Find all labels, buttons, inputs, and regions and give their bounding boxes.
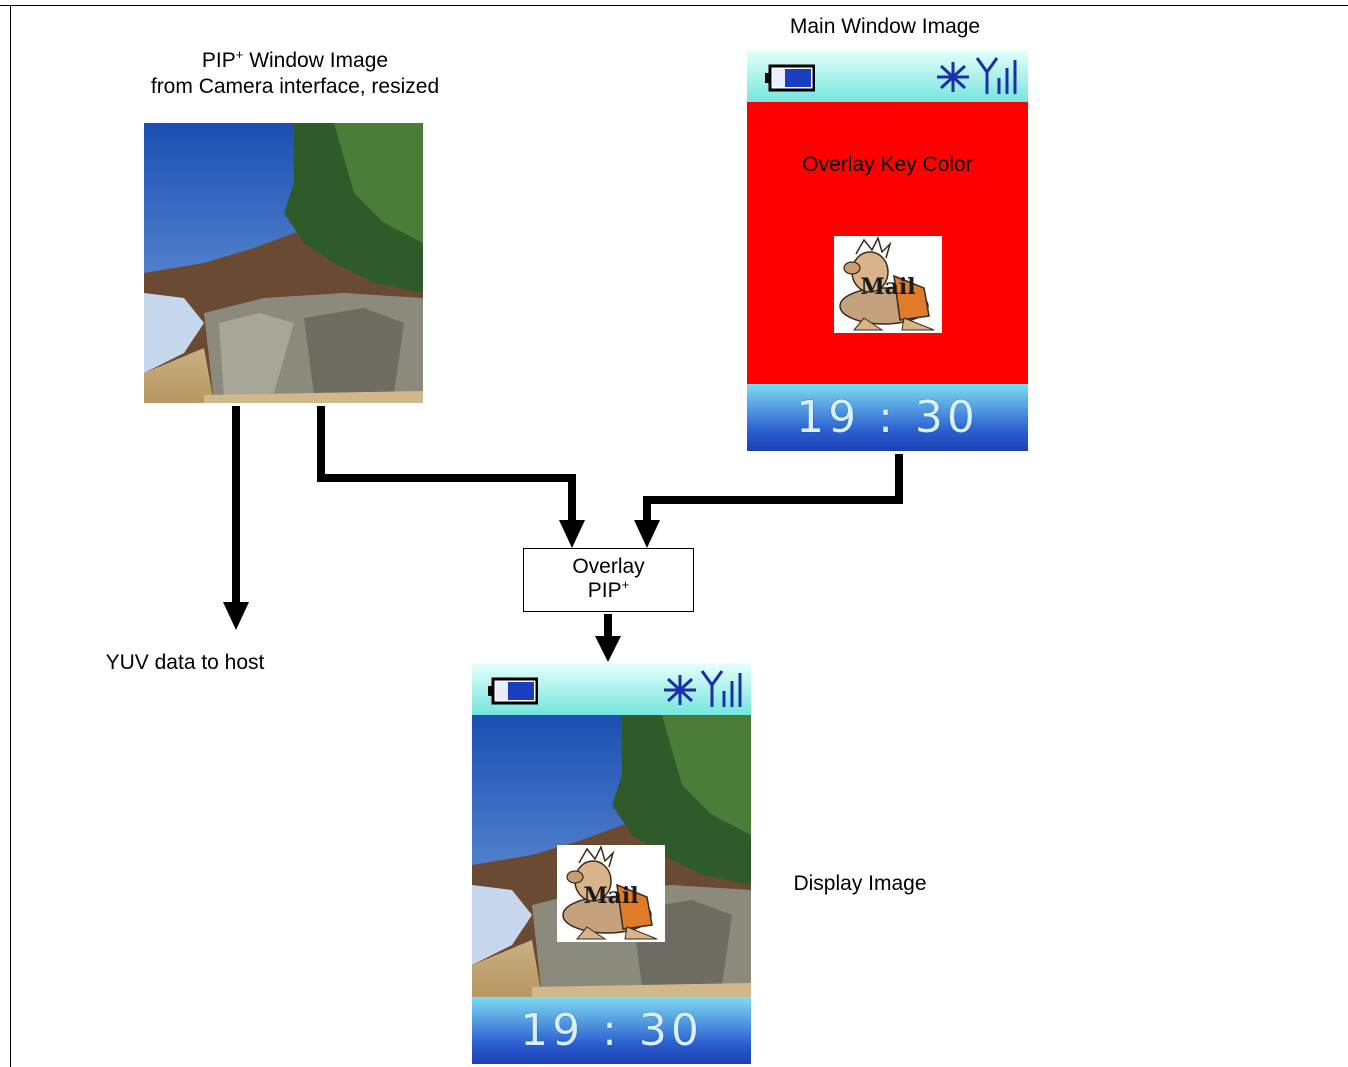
clock-display: 19 : 30 [796, 392, 979, 443]
caveman-mail-icon: Mail [834, 236, 942, 333]
signal-icon [975, 57, 1017, 94]
main-window-title: Main Window Image [789, 15, 981, 38]
bluetooth-icon [664, 675, 696, 705]
key-color-area: Overlay Key Color Mail [747, 102, 1028, 384]
arrow-pip-to-overlay [317, 406, 576, 526]
yuv-label: YUV data to host [105, 651, 265, 674]
overlay-key-color-label: Overlay Key Color [802, 153, 973, 176]
overlay-pip-box: Overlay PIP+ [523, 548, 694, 612]
overlay-line2: PIP+ [587, 577, 630, 602]
signal-icon [700, 670, 742, 707]
battery-icon [488, 677, 538, 705]
overlay-line1: Overlay [572, 555, 645, 578]
mail-text: Mail [860, 274, 915, 300]
clock-display: 19 : 30 [520, 1005, 703, 1056]
beach-photo [144, 123, 423, 403]
status-bar [747, 50, 1028, 102]
arrow-main-to-overlay [643, 454, 903, 526]
caveman-mail-icon: Mail [557, 845, 665, 942]
mail-text: Mail [583, 883, 638, 909]
bluetooth-icon [937, 62, 969, 92]
main-window-phone: Overlay Key Color Mail 19 : 30 [747, 50, 1028, 451]
pip-window-title: PIP+ Window Image from Camera interface,… [150, 47, 440, 98]
display-phone: Mail 19 : 30 [472, 663, 751, 1064]
frame-top-line [0, 5, 1348, 6]
clock-bar: 19 : 30 [747, 384, 1028, 451]
display-clock-bar: 19 : 30 [472, 997, 751, 1064]
display-status-bar [472, 663, 751, 715]
frame-left-line [10, 5, 11, 1067]
display-image-label: Display Image [793, 872, 927, 895]
battery-icon [765, 64, 815, 92]
